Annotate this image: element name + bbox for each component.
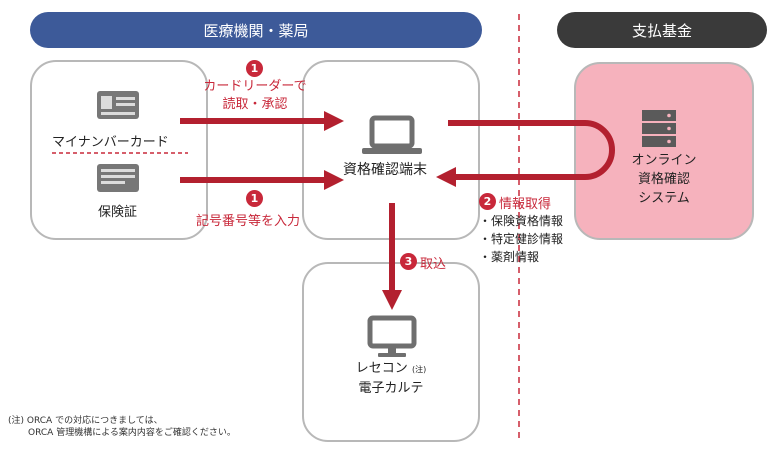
online-system-line-3: システム	[638, 191, 690, 206]
online-system-line-2: 資格確認	[637, 172, 690, 187]
footnote-line-1: (注) ORCA での対応につきましては、	[8, 416, 163, 426]
receipt-line-1: レセコン	[355, 361, 408, 376]
step2-text: 情報取得	[499, 197, 552, 212]
step2-item-2: ・特定健診情報	[479, 232, 564, 246]
step1-card-line-2: 読取・承認	[222, 97, 288, 112]
step2-item-3: ・薬剤情報	[479, 250, 540, 264]
receipt-system-label: レセコン (注) 電子カルテ	[302, 359, 480, 398]
step1-card-text: カードリーダーで 読取・承認	[186, 78, 324, 114]
payment-fund-header: 支払基金	[557, 12, 767, 48]
step1-input-text: 記号番号等を入力	[196, 214, 301, 229]
monitor-icon	[367, 315, 417, 357]
step2-item-list: ・保険資格情報 ・特定健診情報 ・薬剤情報	[479, 212, 563, 266]
step1-card-line-1: カードリーダーで	[203, 79, 307, 94]
receipt-line-2: 電子カルテ	[358, 381, 424, 396]
step2-badge: 2	[479, 193, 496, 210]
step3-badge: 3	[400, 253, 417, 270]
arrowhead-insurance-to-terminal	[324, 170, 344, 190]
step3-text: 取込	[420, 257, 447, 272]
terminal-label: 資格確認端末	[343, 162, 427, 178]
step2-item-1: ・保険資格情報	[479, 214, 564, 228]
insurance-card-icon	[97, 164, 139, 192]
footnote-line-2: ORCA 管理機構による案内内容をご確認ください。	[28, 428, 236, 438]
mynumber-card-icon	[97, 91, 139, 119]
online-system-line-1: オンライン	[631, 153, 697, 168]
arrowhead-card-to-terminal	[324, 111, 344, 131]
medical-institution-header: 医療機関・薬局	[30, 12, 482, 48]
arrowhead-terminal-to-receipt	[382, 290, 402, 310]
arrowhead-system-to-terminal	[436, 167, 456, 187]
payment-fund-header-label: 支払基金	[631, 21, 692, 40]
arrow-terminal-system-return	[448, 120, 615, 180]
online-system-label: オンライン 資格確認 システム	[574, 151, 754, 208]
laptop-icon	[362, 115, 422, 154]
receipt-note-mark: (注)	[411, 365, 427, 374]
insurance-card-label: 保険証	[98, 205, 138, 220]
online-system-box	[574, 62, 754, 240]
step1-input-badge: 1	[246, 190, 263, 207]
footnote: (注) ORCA での対応につきましては、 ORCA 管理機構による案内内容をご…	[8, 415, 236, 439]
mynumber-card-label: マイナンバーカード	[52, 135, 169, 150]
step1-card-badge: 1	[246, 60, 263, 77]
server-icon	[642, 110, 676, 147]
card-box	[30, 60, 208, 240]
medical-institution-header-label: 医療機関・薬局	[203, 21, 309, 40]
